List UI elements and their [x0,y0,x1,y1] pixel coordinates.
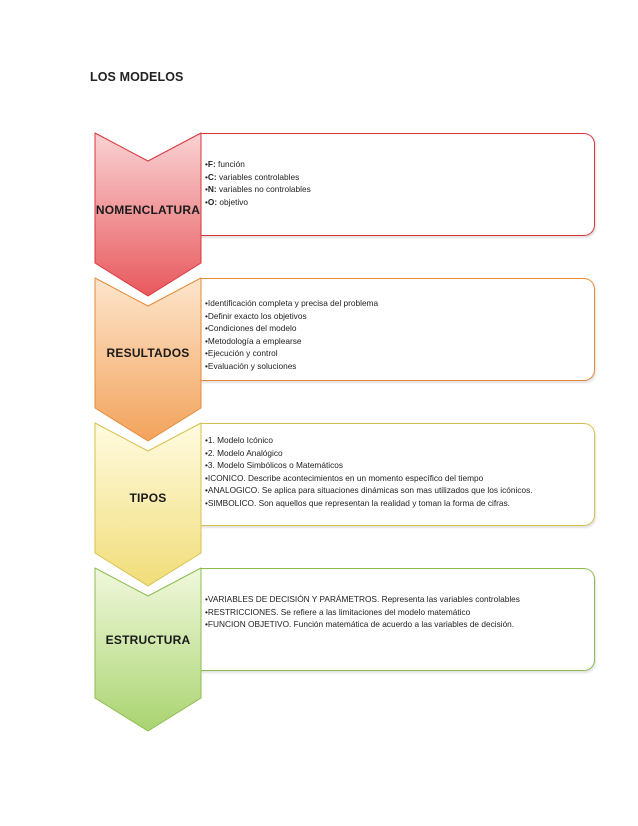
step-label-nomenclatura: NOMENCLATURA [95,203,201,217]
bullet-text: 1. Modelo Icónico [207,435,273,445]
bullet-list: •VARIABLES DE DECISIÓN Y PARÁMETROS. Rep… [205,593,588,631]
bullet-item: •1. Modelo Icónico [205,435,273,445]
step-row-tipos: •1. Modelo Icónico •2. Modelo Analógico •3… [0,420,638,590]
bullet-item: •Metodología a emplearse [205,335,302,346]
bullet-text: Identificación completa y precisa del pr… [207,298,379,308]
bullet-item: •ANALOGICO. Se aplica para situaciones d… [205,485,533,496]
bullet-text: objetivo [217,196,249,207]
bullet-list: •Identificación completa y precisa del p… [205,297,588,373]
bullet-item: •Evaluación y soluciones [205,360,297,371]
bullet-text: SIMBOLICO. Son aquellos que representan … [207,497,510,508]
step-details-box-nomenclatura: •F: función •C: variables controlables •N:… [200,133,595,236]
bullet-item: •SIMBOLICO. Son aquellos que representan… [205,497,510,508]
bullet-key: C: [207,171,217,182]
chevron-shape [94,567,202,732]
bullet-text: ANALOGICO. Se aplica para situaciones di… [207,485,533,496]
bullet-item: •Condiciones del modelo [205,323,297,334]
bullet-item: •RESTRICCIONES. Se refiere a las limitac… [205,606,471,617]
bullet-item: •2. Modelo Analógico [205,447,283,458]
bullet-item: •Ejecución y control [205,348,278,359]
bullet-key: O: [207,196,218,207]
bullet-text: 3. Modelo Simbólicos o Matemáticos [207,460,344,471]
bullet-item: •3. Modelo Simbólicos o Matemáticos [205,460,344,471]
step-details-box-resultados: •Identificación completa y precisa del p… [200,278,595,381]
bullet-key: N: [207,184,217,195]
bullet-item: •N: variables no controlables [205,184,311,195]
chevron-shape [94,422,202,587]
bullet-text: Ejecución y control [207,348,278,359]
chevron-estructura: ESTRUCTURA [92,565,204,735]
bullet-item: •C: variables controlables [205,171,300,182]
chevron-nomenclatura: NOMENCLATURA [92,130,204,300]
step-details-box-tipos: •1. Modelo Icónico •2. Modelo Analógico •3… [200,423,595,526]
bullet-item: •Definir exacto los objetivos [205,310,307,321]
bullet-item: •ICONICO. Describe acontecimientos en un… [205,472,484,483]
bullet-text: Condiciones del modelo [207,323,297,334]
step-row-estructura: •VARIABLES DE DECISIÓN Y PARÁMETROS. Rep… [0,565,638,735]
chevron-tipos: TIPOS [92,420,204,590]
chevron-shape [94,277,202,442]
bullet-text: Metodología a emplearse [207,335,302,346]
bullet-text: variables no controlables [216,184,311,195]
bullet-text: Evaluación y soluciones [207,360,297,371]
bullet-list: •1. Modelo Icónico •2. Modelo Analógico •3… [205,434,588,510]
bullet-item: •F: función [205,159,245,169]
bullet-key: F: [207,159,216,169]
chevron-body [94,277,202,442]
bullet-item: •FUNCION OBJETIVO. Función matemática de… [205,619,515,630]
step-label-resultados: RESULTADOS [106,346,190,360]
chevron-body [94,132,202,297]
bullet-item: •Identificación completa y precisa del p… [205,298,379,308]
bullet-text: ICONICO. Describe acontecimientos en un … [207,472,484,483]
chevron-body [94,422,202,587]
chevron-shape [94,132,202,297]
bullet-list: •F: función •C: variables controlables •N:… [205,158,588,208]
bullet-item: •O: objetivo [205,196,249,207]
bullet-text: Definir exacto los objetivos [207,310,307,321]
bullet-text: variables controlables [216,171,300,182]
step-details-box-estructura: •VARIABLES DE DECISIÓN Y PARÁMETROS. Rep… [200,568,595,671]
bullet-text: RESTRICCIONES. Se refiere a las limitaci… [207,606,471,617]
chevron-body [94,567,202,732]
bullet-item: •VARIABLES DE DECISIÓN Y PARÁMETROS. Rep… [205,594,520,604]
step-label-estructura: ESTRUCTURA [105,633,191,647]
step-row-resultados: •Identificación completa y precisa del p… [0,275,638,445]
chevron-resultados: RESULTADOS [92,275,204,445]
step-row-nomenclatura: •F: función •C: variables controlables •N:… [0,130,638,300]
bullet-text: 2. Modelo Analógico [207,447,283,458]
bullet-text: VARIABLES DE DECISIÓN Y PARÁMETROS. Repr… [207,594,520,604]
step-label-tipos: TIPOS [129,491,167,505]
bullet-text: función [215,159,245,169]
page-title: LOS MODELOS [90,70,184,84]
bullet-text: FUNCION OBJETIVO. Función matemática de … [207,619,515,630]
